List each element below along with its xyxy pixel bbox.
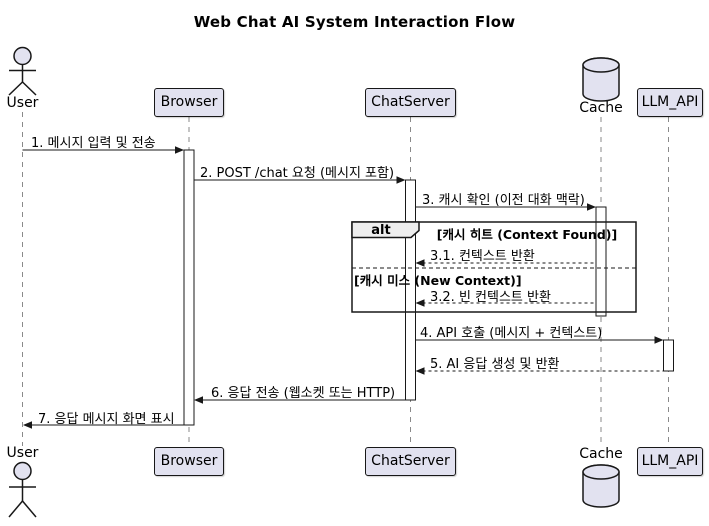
participant-chatserver-top: ChatServer	[365, 88, 456, 117]
message-5-label: 5. AI 응답 생성 및 반환	[430, 357, 560, 372]
alt-frame	[351, 221, 637, 313]
actor-user-top-icon	[8, 46, 37, 96]
participant-browser-top: Browser	[154, 88, 224, 117]
message-6-label: 6. 응답 전송 (웹소켓 또는 HTTP)	[211, 386, 396, 401]
database-cache-bottom-icon	[582, 464, 620, 508]
actor-user-top-label: User	[6, 95, 39, 111]
activation-cache	[595, 206, 607, 317]
message-5-arrowhead	[415, 367, 425, 375]
alt-condition-miss-label: [캐시 미스 (New Context)]	[354, 273, 522, 288]
alt-condition-hit-label: [캐시 히트 (Context Found)]	[436, 227, 618, 242]
message-1-label: 1. 메시지 입력 및 전송	[31, 136, 156, 151]
message-3-label: 3. 캐시 확인 (이전 대화 맥락)	[422, 193, 585, 208]
message-3-1-arrowhead	[415, 259, 425, 267]
actor-user-bottom-label: User	[6, 445, 39, 461]
message-2-label: 2. POST /chat 요청 (메시지 포함)	[200, 166, 395, 181]
database-cache-bottom-label: Cache	[579, 446, 623, 462]
message-4-label: 4. API 호출 (메시지 + 컨텍스트)	[420, 326, 603, 341]
actor-user-bottom-icon	[8, 461, 37, 518]
alt-operator-label: alt	[371, 223, 391, 238]
alt-operator-pentagon	[351, 221, 420, 239]
message-3-2-label: 3.2. 빈 컨텍스트 반환	[430, 290, 551, 305]
participant-chatserver-bottom: ChatServer	[365, 447, 456, 476]
message-4-arrowhead	[654, 336, 664, 344]
participant-llm-api-top: LLM_API	[637, 88, 703, 117]
diagram-title: Web Chat AI System Interaction Flow	[193, 13, 516, 31]
participant-browser-bottom: Browser	[154, 447, 224, 476]
activation-browser	[183, 149, 195, 426]
database-cache-top-label: Cache	[579, 100, 623, 116]
message-7-arrowhead	[23, 421, 32, 429]
message-7-label: 7. 응답 메시지 화면 표시	[38, 412, 175, 427]
participant-llm-api-bottom: LLM_API	[637, 447, 703, 476]
message-1-arrowhead	[175, 146, 184, 154]
activation-llm-api	[663, 339, 674, 372]
database-cache-top-icon	[582, 57, 620, 102]
message-2-arrowhead	[396, 176, 406, 184]
message-3-arrowhead	[587, 203, 596, 211]
message-6-arrowhead	[194, 396, 203, 404]
message-3-2-arrowhead	[415, 299, 425, 307]
message-3-1-label: 3.1. 컨텍스트 반환	[430, 249, 535, 264]
activation-chatserver	[405, 179, 416, 401]
